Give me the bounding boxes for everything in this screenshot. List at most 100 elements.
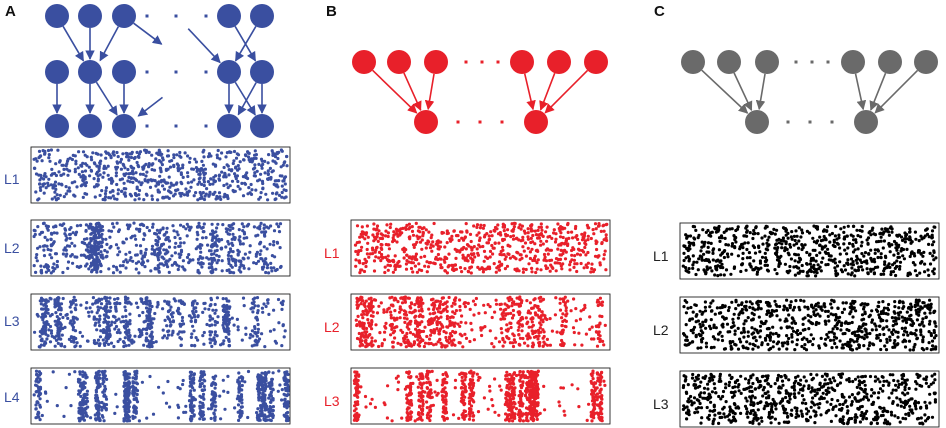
spike-dot <box>228 184 232 188</box>
spike-dot <box>166 149 170 153</box>
spike-dot <box>434 299 438 303</box>
spike-dot <box>592 232 596 236</box>
spike-dot <box>131 392 135 396</box>
spike-dot <box>494 302 499 306</box>
spike-dot <box>247 158 251 162</box>
spike-dot <box>469 404 474 408</box>
spike-dot <box>486 256 490 260</box>
spike-dot <box>485 267 489 271</box>
spike-dot <box>212 192 216 196</box>
spike-dot <box>271 153 275 157</box>
spike-dot <box>81 195 85 199</box>
spike-dot <box>232 271 236 275</box>
spike-dot <box>486 303 490 307</box>
spike-dot <box>460 314 464 318</box>
spike-dot <box>87 165 91 169</box>
spike-dot <box>57 296 61 300</box>
spike-dot <box>68 232 72 237</box>
spike-dot <box>32 157 36 161</box>
spike-dot <box>558 301 562 305</box>
spike-dot <box>145 316 149 320</box>
spike-dot <box>49 237 53 242</box>
spike-dot <box>558 308 563 312</box>
spike-dot <box>260 413 264 418</box>
spike-dot <box>94 247 98 251</box>
spike-dot <box>540 228 544 232</box>
spike-dot <box>533 229 537 233</box>
spike-dot <box>66 316 70 320</box>
spike-dot <box>482 303 486 307</box>
spike-dot <box>463 332 467 336</box>
spike-dot <box>43 152 47 156</box>
spike-dot <box>148 301 152 305</box>
spike-dot <box>83 408 87 412</box>
spike-dot <box>445 339 449 343</box>
spike-dot <box>580 232 584 236</box>
spike-dot <box>489 230 493 234</box>
spike-dot <box>452 298 457 302</box>
spike-dot <box>130 341 134 345</box>
spike-dot <box>370 299 374 303</box>
spike-dot <box>198 400 202 404</box>
panel-label-c: C <box>654 3 665 20</box>
spike-dot <box>213 386 217 390</box>
spike-dot <box>577 241 581 246</box>
spike-dot <box>109 341 114 345</box>
spike-dot <box>199 193 203 197</box>
spike-dot <box>203 379 207 383</box>
spike-dot <box>570 230 574 234</box>
spike-dot <box>566 242 570 246</box>
spike-dot <box>221 223 225 227</box>
spike-dot <box>596 255 600 259</box>
spike-dot <box>158 247 162 251</box>
spike-dot <box>199 384 203 388</box>
spike-dot <box>96 416 100 420</box>
spike-dot <box>122 260 126 264</box>
spike-dot <box>398 310 402 314</box>
spike-dot <box>255 334 259 338</box>
spike-dot <box>202 172 206 177</box>
spike-dot <box>169 191 173 195</box>
spike-dot <box>282 176 287 180</box>
spike-dot <box>529 229 533 233</box>
spike-dot <box>50 197 54 201</box>
spike-dot <box>62 248 66 252</box>
spike-dot <box>124 308 128 313</box>
spike-dot <box>237 371 241 375</box>
spike-dot <box>261 403 265 407</box>
spike-dot <box>575 262 579 266</box>
spike-dot <box>264 192 268 196</box>
spike-dot <box>208 190 212 194</box>
spike-dot <box>85 396 89 400</box>
spike-dot <box>396 261 400 265</box>
spike-dot <box>409 261 414 265</box>
spike-dot <box>107 342 111 346</box>
spike-dot <box>179 248 184 252</box>
spike-dot <box>137 328 141 332</box>
spike-dot <box>83 153 87 157</box>
spike-dot <box>362 327 366 331</box>
spike-dot <box>263 393 267 397</box>
spike-dot <box>429 298 434 302</box>
spike-dot <box>369 302 373 306</box>
spike-dot <box>227 268 231 272</box>
spike-dot <box>260 159 264 163</box>
spike-dot <box>192 376 196 380</box>
spike-dot <box>558 261 562 265</box>
spike-dot <box>213 319 217 324</box>
spike-dot <box>240 401 244 405</box>
spike-dot <box>65 312 69 317</box>
spike-dot <box>284 419 289 423</box>
spike-dot <box>122 417 126 421</box>
spike-dot <box>471 411 475 415</box>
spike-dot <box>536 305 540 310</box>
spike-dot <box>165 226 169 230</box>
spike-dot <box>147 307 151 311</box>
spike-dot <box>548 317 552 321</box>
spike-dot <box>180 319 184 323</box>
spike-dot <box>196 225 200 229</box>
spike-dot <box>181 378 185 383</box>
spike-dot <box>182 302 186 306</box>
spike-dot <box>89 244 93 248</box>
